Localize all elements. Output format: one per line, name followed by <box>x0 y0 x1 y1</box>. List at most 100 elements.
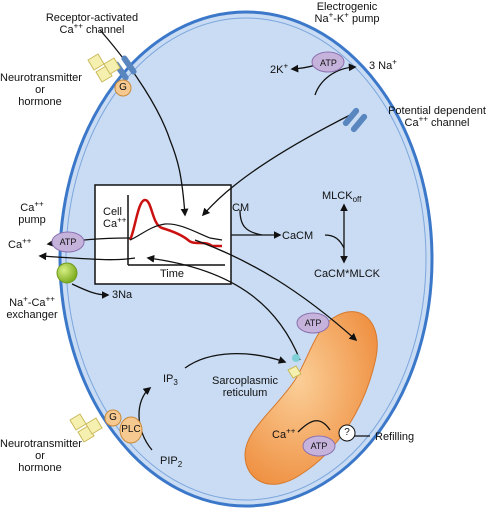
na-out-sup: + <box>392 57 397 67</box>
na-ca-exchanger <box>56 262 78 284</box>
cm-label: CM <box>232 202 250 214</box>
arrow-graph-to-sr <box>194 239 358 342</box>
sarco-line1: Sarcoplasmic <box>211 375 279 387</box>
neuro-bot-line3: hormone <box>18 462 62 474</box>
neuro-bot-line2: or <box>35 450 45 462</box>
plc-label: PLC <box>121 424 141 435</box>
atp-na-k-pump <box>311 51 345 73</box>
pip2-sub: 2 <box>177 460 183 470</box>
cell-membrane-inner <box>65 17 427 501</box>
ca-pump-ca: Ca <box>20 202 35 214</box>
calcium-trace-black <box>129 223 223 241</box>
neuro-bot-line1: Neurotransmitter <box>0 438 82 450</box>
arrow-na-out <box>314 63 357 96</box>
pip2-text: PIP <box>160 455 178 467</box>
mlck-off-label: MLCKoff <box>322 190 362 205</box>
receptor-channel-ca-sup: ++ <box>73 21 83 31</box>
g-label-bottom: G <box>109 412 117 423</box>
na-ca-exchanger-word: exchanger <box>6 309 58 321</box>
refilling-label: Refilling <box>375 431 415 443</box>
ca-out-text: Ca <box>8 239 23 251</box>
cell-ca-line2: Ca <box>103 218 118 230</box>
arrow-sr-release-to-graph <box>146 254 301 361</box>
neurotransmitter-bottom-label: Neurotransmitter or hormone <box>0 438 82 474</box>
calcium-graph-box <box>94 184 232 285</box>
na-ca-na: Na <box>9 297 24 309</box>
cacm-mlck-label: CaCM*MLCK <box>314 268 381 280</box>
electrogenic-pump-word: pump <box>348 13 380 25</box>
electrogenic-k: -K <box>333 13 345 25</box>
ca-sr-sup: ++ <box>286 426 296 436</box>
potential-channel-label: Potential dependent Ca++ channel <box>378 105 494 129</box>
na-out-text: 3 Na <box>369 60 393 72</box>
atp-label-sr-bottom: ATP <box>310 441 328 451</box>
electrogenic-na-sup: + <box>328 10 334 20</box>
calcium-trace-red <box>128 198 222 248</box>
electrogenic-pump-label: Electrogenic Na+-K+ pump <box>292 1 402 25</box>
ip3-label: IP3 <box>163 373 178 387</box>
ca-sr-text: Ca <box>272 429 287 441</box>
receptor-top <box>87 53 121 83</box>
arrow-ip3-to-sr <box>184 352 287 369</box>
neuro-top-line3: hormone <box>18 96 62 108</box>
arrow-cm-curve <box>239 209 263 236</box>
na-ca-na-sup: + <box>23 294 28 304</box>
ca-pump-word: pump <box>18 214 46 226</box>
receptor-channel-line1: Receptor-activated <box>45 12 139 24</box>
potential-line1: Potential dependent <box>388 105 486 117</box>
arrow-pip2-to-ip3 <box>138 387 153 451</box>
electrogenic-k-sup: + <box>344 10 349 20</box>
unknown-refill-circle <box>338 424 356 442</box>
ca-sr-label: Ca++ <box>272 426 296 441</box>
receptor-bottom <box>69 413 103 443</box>
electrogenic-line1: Electrogenic <box>316 1 378 13</box>
cell-ca-label: Cell Ca++ <box>103 206 126 230</box>
na-out-label: 3 Na+ <box>369 57 397 72</box>
mlck-off-sub: off <box>352 195 362 205</box>
neurotransmitter-top-label: Neurotransmitter or hormone <box>0 72 82 108</box>
cacm-label: CaCM <box>282 230 314 242</box>
arrow-exchanger-ca-out <box>38 252 136 261</box>
atp-label-sr-top: ATP <box>304 318 322 328</box>
k-in-label: 2K+ <box>270 61 289 76</box>
atp-label-pump: ATP <box>320 58 337 68</box>
receptor-channel-label: Receptor-activated Ca++ channel <box>22 12 162 36</box>
arrow-ca-into-sr <box>297 420 331 433</box>
arrow-cacm-to-mlck <box>324 234 345 249</box>
ca-out-label: Ca++ <box>8 236 32 251</box>
g-protein-bottom <box>104 409 122 427</box>
ca-out-sup: ++ <box>22 236 32 246</box>
atp-sr-top <box>296 312 330 334</box>
cell-ca-line2-sup: ++ <box>117 215 127 225</box>
receptor-channel-tail: channel <box>82 24 125 36</box>
neuro-top-line2: or <box>35 84 45 96</box>
potential-ca-sup: ++ <box>418 114 428 124</box>
time-axis-label: Time <box>160 268 185 280</box>
receptor-channel-ca: Ca <box>59 24 74 36</box>
k-in-sup: + <box>283 61 289 71</box>
three-na-label: 3Na <box>112 289 133 301</box>
ca-pump-ca-sup: ++ <box>34 199 44 209</box>
sr-ip3-receptor <box>287 354 302 379</box>
na-ca-ca: -Ca <box>27 297 46 309</box>
cell-ca-line1: Cell <box>103 206 122 218</box>
sarco-line2: reticulum <box>222 387 268 399</box>
sarcoplasmic-reticulum-label: Sarcoplasmic reticulum <box>205 375 285 399</box>
mlck-text: MLCK <box>322 190 353 202</box>
g-protein-top <box>114 79 132 97</box>
pip2-label: PIP2 <box>160 455 183 470</box>
question-label: ? <box>344 427 350 438</box>
atp-label-ca-pump: ATP <box>59 237 77 247</box>
sarcoplasmic-reticulum <box>244 311 378 485</box>
plc-enzyme <box>119 416 143 444</box>
potential-ca: Ca <box>404 117 419 129</box>
k-in-text: 2K <box>270 64 284 76</box>
na-ca-ca-sup: ++ <box>45 294 55 304</box>
arrow-potential-to-graph <box>201 111 357 217</box>
g-label-top: G <box>119 82 127 93</box>
ip3-text: IP <box>163 373 174 385</box>
na-ca-exchanger-label: Na+-Ca++ exchanger <box>0 294 64 321</box>
potential-tail: channel <box>427 117 470 129</box>
